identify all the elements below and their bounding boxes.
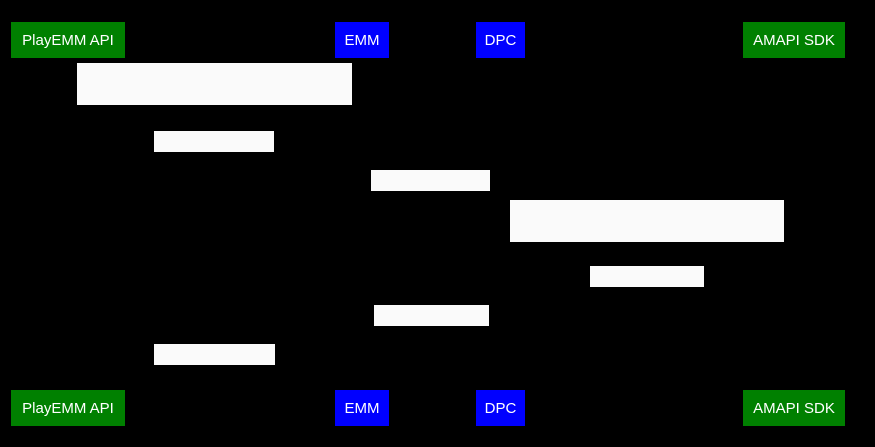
participant-foot-dpc-label: DPC: [484, 399, 517, 417]
message-label-enrollment-tokens-create: enrollmentTokens.create( enrollmentToken…: [77, 63, 352, 181]
participant-foot-amapi-sdk[interactable]: AMAPI SDK: [743, 390, 845, 426]
message-text: userId, deviceId: [607, 288, 703, 303]
message-text: enrollmentToken: [171, 153, 271, 168]
message-line-1: accountSetupClient: [588, 243, 706, 258]
participant-foot-dpc[interactable]: DPC: [476, 390, 525, 426]
message-label-enrollment-token-return: enrollmentToken: [154, 131, 274, 168]
participant-head-playemm-api[interactable]: PlayEMM API: [11, 22, 125, 58]
participant-foot-amapi-sdk-label: AMAPI SDK: [753, 399, 835, 417]
participant-head-playemm-api-label: PlayEMM API: [22, 31, 114, 49]
message-text: devices.update(): [171, 366, 271, 381]
message-label-userid-deviceid-sdk: userId, deviceId: [590, 266, 704, 303]
participant-foot-playemm-api-label: PlayEMM API: [22, 399, 114, 417]
participant-head-amapi-sdk-label: AMAPI SDK: [753, 31, 835, 49]
message-label-start-account-setup: accountSetupClient .startAccountSetup(en…: [510, 200, 784, 318]
message-label-enrollment-token: enrollment token: [371, 170, 490, 207]
message-text: enrollment token: [388, 192, 488, 207]
participant-foot-playemm-api[interactable]: PlayEMM API: [11, 390, 125, 426]
message-label-devices-update: devices.update(): [154, 344, 275, 381]
message-label-userid-deviceid-emm: userId, deviceId: [374, 305, 489, 342]
participant-head-dpc[interactable]: DPC: [476, 22, 525, 58]
message-line-1: enrollmentTokens.create(: [138, 106, 291, 121]
participant-head-emm-label: EMM: [344, 31, 380, 49]
participant-head-dpc-label: DPC: [484, 31, 517, 49]
participant-foot-emm[interactable]: EMM: [335, 390, 389, 426]
participant-foot-emm-label: EMM: [344, 399, 380, 417]
message-text: userId, deviceId: [391, 327, 487, 342]
message-line-2: .startAccountSetup(entrollment token): [533, 303, 761, 318]
participant-head-emm[interactable]: EMM: [335, 22, 389, 58]
participant-head-amapi-sdk[interactable]: AMAPI SDK: [743, 22, 845, 58]
message-line-2: enrollmentTokenType=userlessDevice): [98, 166, 331, 181]
